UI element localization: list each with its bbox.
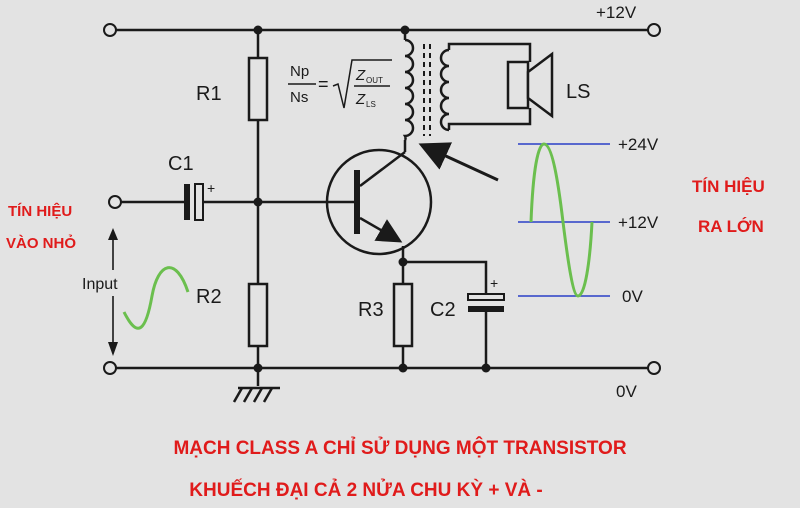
output-annotation-line1: TÍN HIỆU bbox=[692, 177, 765, 196]
svg-text:Np: Np bbox=[290, 63, 309, 80]
resistor-r2 bbox=[247, 282, 269, 348]
svg-text:Z: Z bbox=[355, 67, 366, 84]
terminal-bottom-left bbox=[103, 361, 117, 375]
ls-label: LS bbox=[566, 81, 590, 103]
terminal-input bbox=[108, 195, 122, 209]
level-mid-label: +12V bbox=[618, 213, 659, 232]
input-voltage-arrow bbox=[108, 228, 118, 356]
transistor-collector bbox=[359, 151, 406, 187]
level-top-label: +24V bbox=[618, 135, 659, 154]
r2-label: R2 bbox=[196, 286, 222, 308]
transistor-base-bar bbox=[354, 170, 360, 234]
junction-emitter bbox=[398, 257, 408, 267]
c1-label: C1 bbox=[168, 153, 194, 175]
terminal-vcc bbox=[647, 23, 661, 37]
r3-label: R3 bbox=[358, 299, 384, 321]
terminal-top-left bbox=[103, 23, 117, 37]
caption-line1: MẠCH CLASS A CHỈ SỬ DỤNG MỘT TRANSISTOR bbox=[173, 437, 626, 459]
input-sine-wave bbox=[122, 266, 190, 330]
capacitor-c2-plate-pos bbox=[467, 293, 505, 301]
junction bbox=[398, 363, 408, 373]
level-bottom-label: 0V bbox=[622, 287, 643, 306]
input-annotation-line2: VÀO NHỎ bbox=[6, 234, 76, 252]
capacitor-c1-plate-pos bbox=[194, 183, 204, 221]
speaker-icon bbox=[506, 51, 554, 119]
terminal-gnd bbox=[647, 361, 661, 375]
svg-text:=: = bbox=[318, 74, 329, 94]
output-sine-wave bbox=[529, 142, 594, 298]
input-annotation-line1: TÍN HIỆU bbox=[8, 202, 72, 220]
svg-text:LS: LS bbox=[366, 100, 376, 109]
resistor-r1 bbox=[247, 56, 269, 122]
capacitor-c2-plate bbox=[468, 306, 504, 312]
svg-text:Ns: Ns bbox=[290, 89, 308, 106]
gnd-label: 0V bbox=[616, 382, 637, 401]
junction bbox=[481, 363, 491, 373]
transformer-core bbox=[423, 44, 431, 136]
transformer-primary-coil bbox=[402, 38, 415, 141]
svg-text:OUT: OUT bbox=[366, 76, 383, 85]
svg-text:Z: Z bbox=[355, 91, 366, 108]
junction bbox=[400, 25, 410, 35]
vcc-label: +12V bbox=[596, 3, 637, 22]
transformer-secondary-coil bbox=[439, 48, 450, 132]
speaker-wires bbox=[447, 42, 532, 130]
r1-label: R1 bbox=[196, 83, 222, 105]
junction bbox=[253, 363, 263, 373]
c2-label: C2 bbox=[430, 299, 456, 321]
input-label: Input bbox=[82, 276, 118, 293]
transistor-emitter-arrow bbox=[359, 216, 403, 243]
junction bbox=[253, 25, 263, 35]
impedance-formula: Np Ns = Z OUT Z LS bbox=[288, 59, 392, 109]
ground-symbol bbox=[232, 368, 280, 403]
output-annotation-line2: RA LỚN bbox=[698, 217, 764, 236]
output-pointer-arrow bbox=[418, 142, 499, 182]
capacitor-c1-plate bbox=[184, 184, 190, 220]
resistor-r3 bbox=[392, 282, 414, 348]
c2-plus: + bbox=[490, 275, 498, 291]
c1-plus: + bbox=[207, 180, 215, 196]
caption-line2: KHUẾCH ĐẠI CẢ 2 NỬA CHU KỲ + VÀ - bbox=[189, 479, 542, 501]
